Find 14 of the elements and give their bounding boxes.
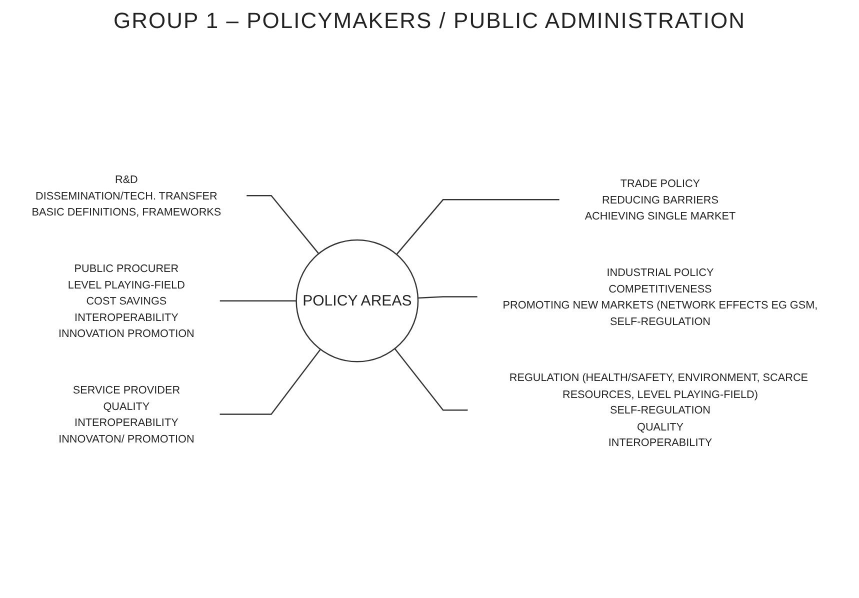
node-text: TRADE POLICY REDUCING BARRIERS ACHIEVING SINGLE MARKET [584,176,736,222]
node-text: PUBLIC PROCURER LEVEL PLAYING-FIELD COST SAVINGS INTEROPERABILITY INNOVATION PROMOTION [58,262,194,340]
connector [394,348,468,411]
diagram-title: GROUP 1 – POLICYMAKERS / PUBLIC ADMINISTRATION [112,7,746,35]
node-text: SERVICE PROVIDER QUALITY INTEROPERABILITY INNOVATON/ PROMOTION [58,383,194,445]
connector [418,296,478,299]
node-text: REGULATION (HEALTH/SAFETY, ENVIRONMENT, SCARCE RESOURCES, LEVEL PLAYING-FIELD) SELF-REGULATION QUALITY INTEROPERABILITY [509,371,808,449]
connector [246,194,320,254]
node-text: INDUSTRIAL POLICY COMPETITIVENESS PROMOTING NEW MARKETS (NETWORK EFFECTS EG GSM, SELF-REGULATION [502,266,818,328]
node-circle: POLICY AREAS [296,239,419,362]
connector [219,348,321,415]
node-text: R&D DISSEMINATION/TECH. TRANSFER BASIC DEFINITIONS, FRAMEWORKS [32,172,222,218]
connector [219,300,296,302]
connector [396,199,560,255]
